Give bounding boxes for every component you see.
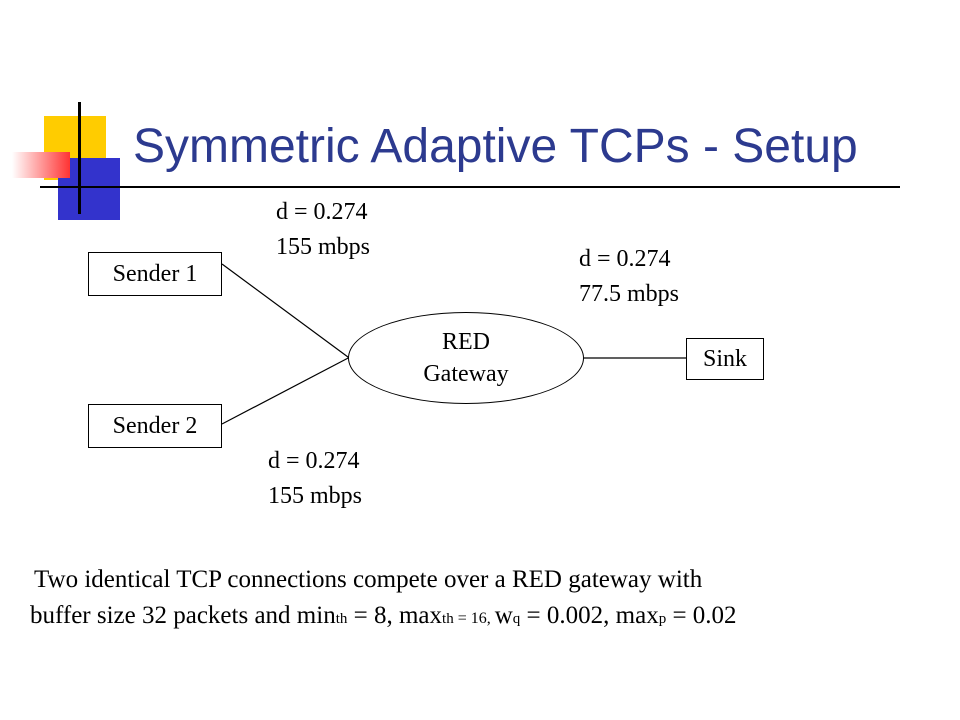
caption-line-2: buffer size 32 packets and minth = 8, ma… xyxy=(30,598,737,637)
decor-red-gradient-bar xyxy=(12,152,70,178)
node-sender-1: Sender 1 xyxy=(88,252,222,296)
subscript-max-p: p xyxy=(658,611,667,627)
caption-text: w xyxy=(494,602,513,629)
link-delay: d = 0.274 xyxy=(276,199,368,225)
slide-title: Symmetric Adaptive TCPs - Setup xyxy=(133,120,858,173)
node-sink: Sink xyxy=(686,338,764,380)
link-bandwidth: 77.5 mbps xyxy=(579,281,680,307)
caption-text: = 0.002, max xyxy=(520,602,659,629)
caption-line-1: Two identical TCP connections compete ov… xyxy=(34,566,703,593)
node-sender-2: Sender 2 xyxy=(88,404,222,448)
gateway-label-line2: Gateway xyxy=(423,361,509,387)
title-underline xyxy=(40,186,900,188)
caption-text: = 0.02 xyxy=(666,602,737,629)
link-delay: d = 0.274 xyxy=(268,448,360,474)
caption-text: buffer size 32 packets and min xyxy=(30,602,336,629)
slide-caption: Two identical TCP connections compete ov… xyxy=(30,562,737,637)
link-sender2-gateway xyxy=(221,355,353,425)
link-label-gateway-sink: d = 0.274 77.5 mbps xyxy=(579,242,679,312)
link-bandwidth: 155 mbps xyxy=(268,483,363,509)
caption-text: = 8, max xyxy=(347,602,443,629)
link-label-sender2-gateway: d = 0.274 155 mbps xyxy=(268,444,362,514)
gateway-label-line1: RED xyxy=(442,329,490,355)
link-delay: d = 0.274 xyxy=(579,246,671,272)
subscript-max-th: th xyxy=(442,611,454,627)
subscript-wq: q xyxy=(512,611,521,627)
caption-text: = 16, xyxy=(453,610,495,627)
subscript-min-th: th xyxy=(335,611,348,627)
link-bandwidth: 155 mbps xyxy=(276,234,371,260)
link-sender1-gateway xyxy=(221,263,353,361)
node-red-gateway: RED Gateway xyxy=(348,312,584,404)
link-label-sender1-gateway: d = 0.274 155 mbps xyxy=(276,195,370,265)
decor-vertical-line xyxy=(78,102,81,214)
